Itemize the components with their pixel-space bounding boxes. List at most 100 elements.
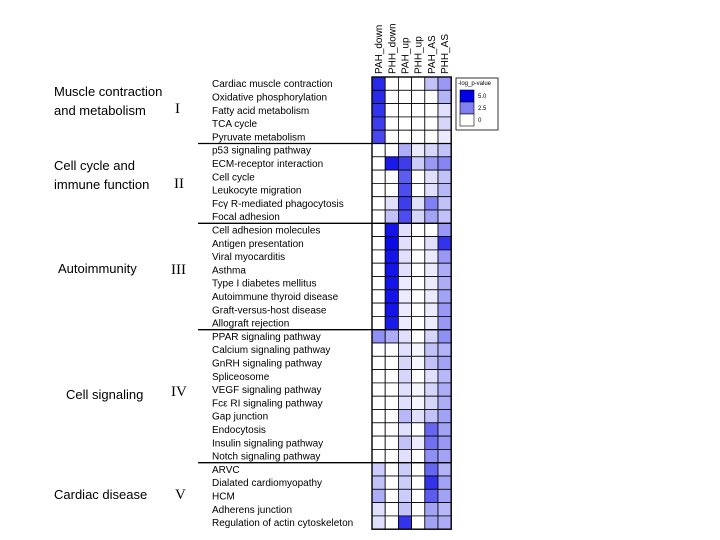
heatmap-cell bbox=[424, 369, 439, 384]
heatmap-cell bbox=[371, 169, 386, 184]
heatmap-cell bbox=[371, 116, 386, 131]
heatmap-cell bbox=[397, 448, 412, 464]
heatmap-cell bbox=[397, 395, 412, 410]
heatmap-cell bbox=[371, 76, 386, 91]
heatmap-cell bbox=[371, 209, 386, 224]
row-label: Antigen presentation bbox=[212, 239, 304, 250]
heatmap-cell bbox=[371, 222, 386, 238]
column-label: PAH_AS bbox=[427, 35, 438, 74]
heatmap-cell bbox=[411, 462, 426, 477]
heatmap-cell bbox=[411, 355, 426, 370]
column-label: PHH_AS bbox=[440, 34, 451, 74]
row-label: Viral myocarditis bbox=[212, 252, 285, 263]
heatmap-cell bbox=[411, 89, 426, 105]
heatmap-cell bbox=[384, 129, 399, 144]
legend-swatch bbox=[459, 101, 475, 115]
heatmap-cell bbox=[397, 369, 412, 384]
heatmap-cell bbox=[384, 103, 399, 118]
row-label: Calcium signaling pathway bbox=[212, 345, 330, 356]
heatmap-cell bbox=[397, 169, 412, 184]
heatmap-cell bbox=[411, 222, 426, 238]
heatmap-cell bbox=[397, 129, 412, 144]
heatmap-cell bbox=[371, 182, 386, 198]
heatmap-cell bbox=[397, 222, 412, 238]
heatmap-cell bbox=[397, 409, 412, 424]
row-label: PPAR signaling pathway bbox=[212, 332, 321, 343]
heatmap-cell bbox=[371, 156, 386, 171]
row-label: Gap junction bbox=[212, 412, 268, 423]
row-label: Cardiac muscle contraction bbox=[212, 79, 333, 90]
heatmap-cell bbox=[424, 236, 439, 251]
heatmap-cell bbox=[371, 143, 386, 158]
heatmap-cell bbox=[397, 276, 412, 291]
heatmap-cell bbox=[424, 475, 439, 490]
heatmap-cell bbox=[424, 462, 439, 477]
heatmap-cell bbox=[411, 409, 426, 424]
heatmap-cell bbox=[397, 209, 412, 224]
heatmap-cell bbox=[424, 116, 439, 131]
heatmap-cell bbox=[424, 435, 439, 450]
heatmap-cell bbox=[371, 448, 386, 464]
heatmap-cell bbox=[424, 355, 439, 370]
heatmap-cell bbox=[437, 502, 452, 517]
heatmap-cell bbox=[437, 382, 452, 397]
heatmap-cell bbox=[437, 169, 452, 184]
heatmap-cell bbox=[397, 382, 412, 397]
heatmap-cell bbox=[424, 422, 439, 437]
heatmap-cell bbox=[424, 302, 439, 317]
heatmap-cell bbox=[411, 502, 426, 517]
row-label: Oxidative phosphorylation bbox=[212, 92, 327, 103]
heatmap-cell bbox=[411, 448, 426, 464]
heatmap-cell bbox=[437, 182, 452, 198]
heatmap-cell bbox=[437, 103, 452, 118]
legend-swatch bbox=[459, 113, 475, 127]
heatmap-cell bbox=[384, 236, 399, 251]
heatmap-cell bbox=[384, 382, 399, 397]
heatmap-cell bbox=[424, 488, 439, 503]
row-label: Dialated cardiomyopathy bbox=[212, 478, 322, 489]
heatmap-cell bbox=[411, 369, 426, 384]
heatmap-cell bbox=[437, 222, 452, 238]
heatmap-cell bbox=[411, 395, 426, 410]
heatmap-cell bbox=[397, 435, 412, 450]
row-label: Graft-versus-host disease bbox=[212, 305, 327, 316]
heatmap-cell bbox=[384, 222, 399, 238]
heatmap-cell bbox=[397, 262, 412, 277]
heatmap-cell bbox=[384, 249, 399, 264]
heatmap-cell bbox=[371, 355, 386, 370]
heatmap-cell bbox=[371, 342, 386, 357]
heatmap-cell bbox=[437, 196, 452, 211]
heatmap-cell bbox=[397, 249, 412, 264]
heatmap-cell bbox=[437, 395, 452, 410]
heatmap-cell bbox=[424, 143, 439, 158]
heatmap-cell bbox=[411, 129, 426, 144]
heatmap-cell bbox=[437, 289, 452, 304]
heatmap-cell bbox=[384, 143, 399, 158]
heatmap-cell bbox=[397, 156, 412, 171]
heatmap-cell bbox=[437, 276, 452, 291]
heatmap-cell bbox=[437, 355, 452, 370]
heatmap-cell bbox=[411, 315, 426, 331]
heatmap-cell bbox=[371, 502, 386, 517]
heatmap-cell bbox=[437, 422, 452, 437]
heatmap-cell bbox=[397, 236, 412, 251]
group-label-muscle: Muscle contraction and metabolism bbox=[54, 84, 163, 118]
group-label-autoimmunity: Autoimmunity bbox=[58, 261, 137, 276]
heatmap-cell bbox=[371, 196, 386, 211]
heatmap-cell bbox=[397, 315, 412, 331]
heatmap-cell bbox=[384, 342, 399, 357]
heatmap-cell bbox=[424, 209, 439, 224]
heatmap-cell bbox=[384, 196, 399, 211]
heatmap-cell bbox=[371, 289, 386, 304]
heatmap-cell bbox=[437, 448, 452, 464]
heatmap-cell bbox=[437, 143, 452, 158]
heatmap-cell bbox=[437, 209, 452, 224]
heatmap-cell bbox=[371, 409, 386, 424]
heatmap-cell bbox=[397, 302, 412, 317]
row-label: Cell cycle bbox=[212, 172, 255, 183]
heatmap-cell bbox=[384, 435, 399, 450]
group-label-cardiac: Cardiac disease bbox=[54, 487, 148, 502]
heatmap-cell bbox=[411, 262, 426, 277]
